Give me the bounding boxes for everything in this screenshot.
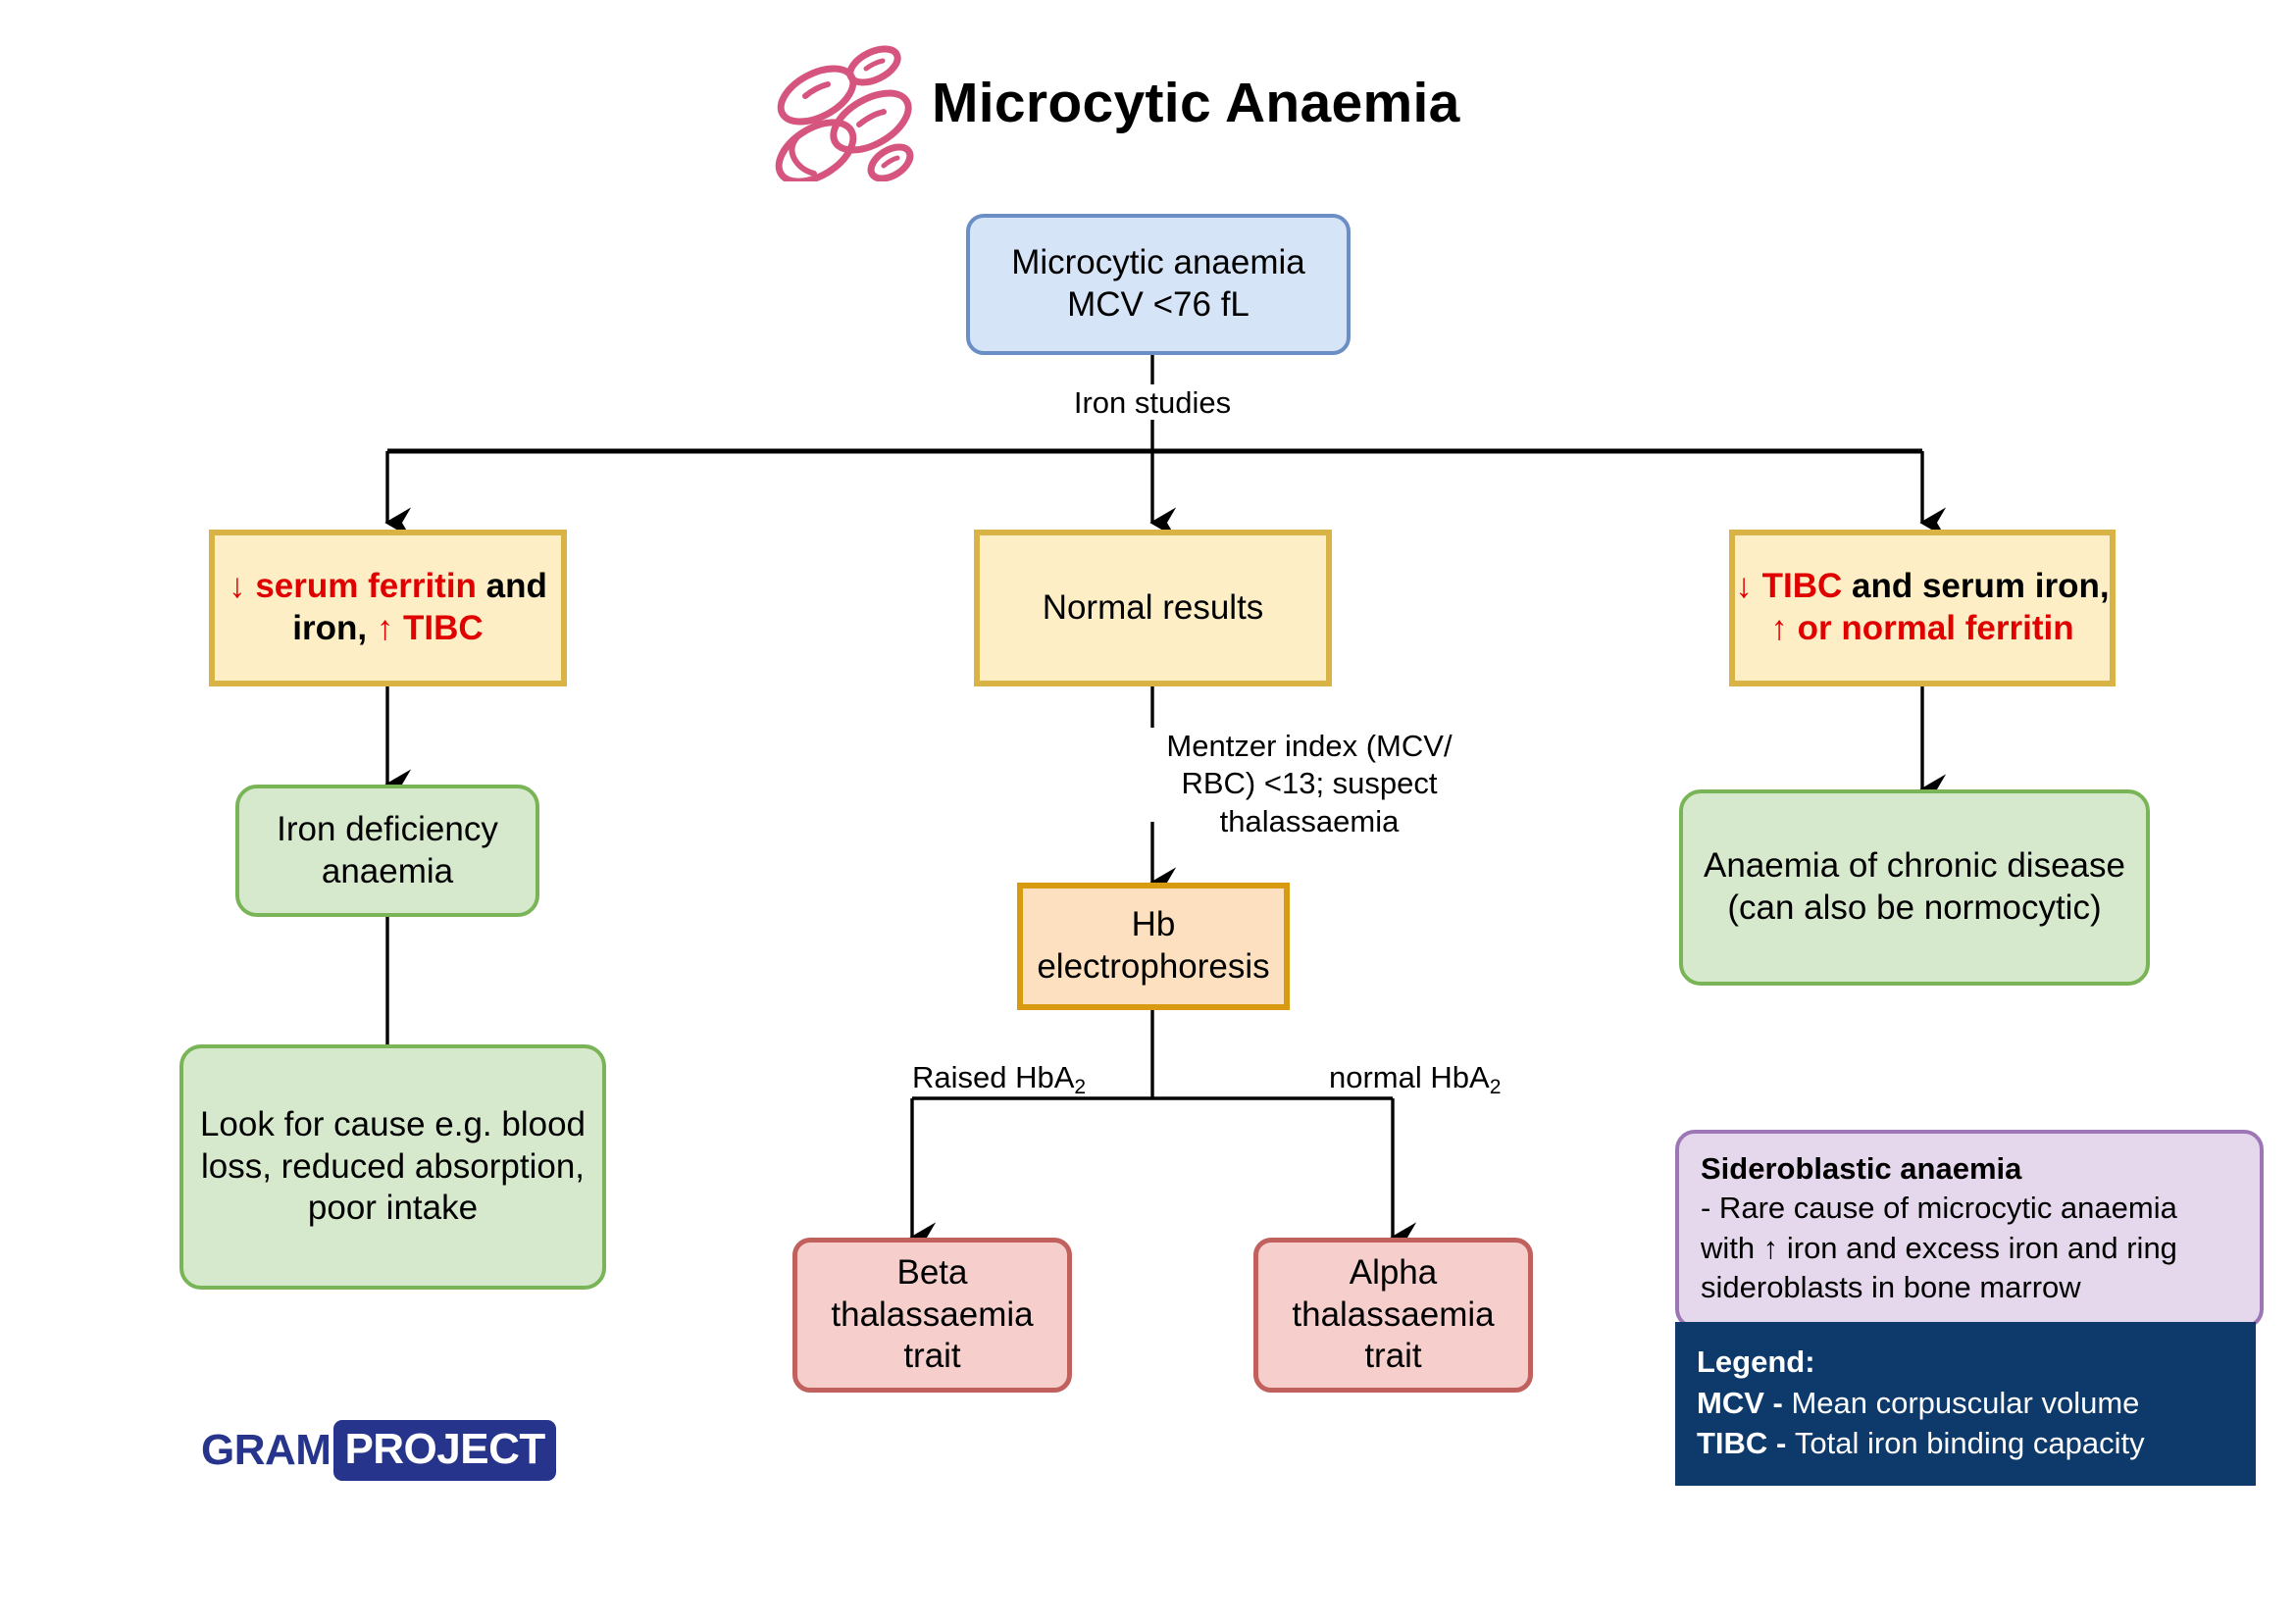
low-tibc-line2: ↑ or normal ferritin (1770, 609, 2074, 647)
node-anaemia-chronic-disease[interactable]: Anaemia of chronic disease (can also be … (1679, 789, 2150, 986)
low-tibc-line1: ↓ TIBC and serum iron, (1735, 566, 2109, 608)
sideroblastic-heading: Sideroblastic anaemia (1701, 1151, 2022, 1186)
node-hb-electrophoresis[interactable]: Hb electrophoresis (1017, 883, 1290, 1010)
node-low-serum-ferritin[interactable]: ↓ serum ferritin and iron, ↑ TIBC (209, 530, 567, 686)
alpha-thal-line2: thalassaemia (1292, 1294, 1495, 1334)
hb-electro-line1: Hb (1131, 905, 1176, 944)
node-low-tibc[interactable]: ↓ TIBC and serum iron, ↑ or normal ferri… (1729, 530, 2116, 686)
legend-mcv-text: Mean corpuscular volume (1791, 1385, 2140, 1420)
legend-tibc-text: Total iron binding capacity (1794, 1426, 2145, 1461)
low-ferritin-seg3: iron, (292, 609, 377, 647)
alpha-thal-line1: Alpha (1349, 1252, 1438, 1292)
low-ferritin-seg1: ↓ serum ferritin (229, 567, 477, 606)
mentzer-line1: Mentzer index (MCV/ (1166, 729, 1453, 763)
logo-gram-text: GRAM (201, 1426, 332, 1474)
chronic-disease-line2: (can also be normocytic) (1727, 888, 2102, 927)
mentzer-line3: thalassaemia (1219, 803, 1400, 838)
node-alpha-thalassaemia-trait[interactable]: Alpha thalassaemia trait (1253, 1238, 1533, 1393)
logo-project-badge: PROJECT (333, 1420, 556, 1481)
look-for-cause-line1: Look for cause e.g. blood (199, 1104, 586, 1143)
node-beta-thalassaemia-trait[interactable]: Beta thalassaemia trait (792, 1238, 1072, 1393)
legend-box: Legend: MCV - Mean corpuscular volume TI… (1675, 1322, 2256, 1486)
node-normal-results[interactable]: Normal results (974, 530, 1332, 686)
sideroblastic-line3: sideroblasts in bone marrow (1701, 1269, 2081, 1304)
legend-heading: Legend: (1697, 1345, 1815, 1379)
edge-label-iron-studies: Iron studies (1073, 385, 1232, 420)
legend-item-mcv: MCV - Mean corpuscular volume (1697, 1383, 2236, 1424)
look-for-cause-line2: loss, reduced absorption, (200, 1146, 586, 1186)
low-tibc-seg2: and serum iron, (1842, 567, 2110, 606)
normal-hba2-text: normal HbA (1329, 1060, 1490, 1094)
beta-thal-line2: thalassaemia (831, 1294, 1034, 1334)
alpha-thal-line3: trait (1364, 1337, 1422, 1376)
legend-mcv-abbr: MCV (1697, 1385, 1764, 1420)
node-look-for-cause[interactable]: Look for cause e.g. blood loss, reduced … (179, 1044, 606, 1290)
iron-deficiency-line2: anaemia (321, 851, 454, 890)
hb-electro-line2: electrophoresis (1037, 947, 1270, 986)
normal-results-label: Normal results (1042, 587, 1264, 627)
start-line2: MCV <76 fL (1067, 285, 1250, 324)
legend-tibc-abbr: TIBC (1697, 1426, 1768, 1461)
normal-hba2-subscript: 2 (1489, 1075, 1502, 1098)
low-ferritin-line1: ↓ serum ferritin and (229, 566, 547, 608)
beta-thal-line3: trait (903, 1337, 961, 1376)
red-blood-cells-icon (775, 45, 914, 181)
legend-mcv-dash: - (1763, 1385, 1792, 1420)
node-microcytic-anaemia-start[interactable]: Microcytic anaemia MCV <76 fL (966, 214, 1351, 355)
sideroblastic-line2: with ↑ iron and excess iron and ring (1701, 1230, 2177, 1265)
look-for-cause-line3: poor intake (307, 1189, 479, 1228)
low-ferritin-seg2: and (476, 567, 547, 606)
low-ferritin-seg4: ↑ TIBC (376, 609, 484, 647)
legend-tibc-dash: - (1767, 1426, 1795, 1461)
raised-hba2-text: Raised HbA (912, 1060, 1075, 1094)
mentzer-line2: RBC) <13; suspect (1181, 766, 1438, 801)
edge-label-mentzer-index: Mentzer index (MCV/ RBC) <13; suspect th… (1162, 728, 1456, 840)
page-title: Microcytic Anaemia (932, 72, 1460, 134)
start-line1: Microcytic anaemia (1011, 243, 1305, 282)
low-ferritin-line2: iron, ↑ TIBC (229, 608, 547, 650)
node-iron-deficiency-anaemia[interactable]: Iron deficiency anaemia (235, 785, 539, 917)
raised-hba2-subscript: 2 (1074, 1075, 1087, 1098)
sideroblastic-line1: - Rare cause of microcytic anaemia (1701, 1191, 2177, 1226)
sideroblastic-anaemia-callout[interactable]: Sideroblastic anaemia - Rare cause of mi… (1675, 1130, 2264, 1330)
chronic-disease-line1: Anaemia of chronic disease (1704, 846, 2125, 886)
low-tibc-seg1: ↓ TIBC (1735, 567, 1843, 606)
legend-item-tibc: TIBC - Total iron binding capacity (1697, 1423, 2236, 1464)
beta-thal-line1: Beta (896, 1252, 968, 1292)
gram-project-logo[interactable]: GRAM PROJECT (201, 1420, 556, 1481)
iron-deficiency-line1: Iron deficiency (277, 809, 498, 848)
